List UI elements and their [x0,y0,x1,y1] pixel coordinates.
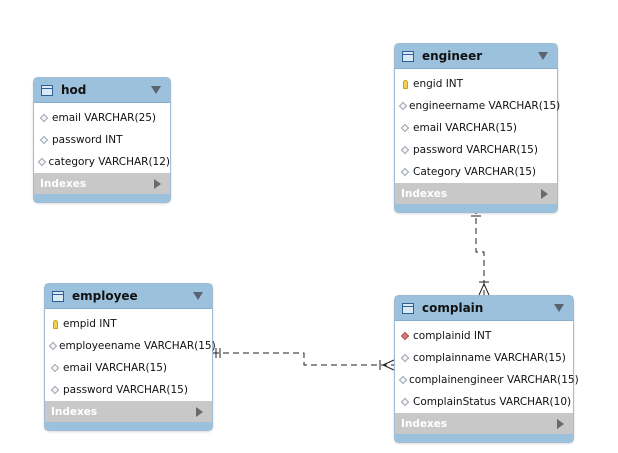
table-header[interactable]: complain [395,296,573,321]
relationship-engineer-complain[interactable] [471,208,490,296]
column-diamond-icon [400,167,410,177]
column-row[interactable]: empid INT [45,313,212,335]
column-diamond-icon [38,157,47,167]
collapse-triangle-icon[interactable] [554,304,564,312]
indexes-section[interactable]: Indexes [395,413,573,434]
indexes-section[interactable]: Indexes [395,183,557,204]
collapse-triangle-icon[interactable] [538,52,548,60]
column-list: complainid INT complainname VARCHAR(15) … [395,321,579,413]
table-hod[interactable]: hod email VARCHAR(25) password INT categ… [33,77,171,203]
table-name: hod [61,83,87,97]
column-row[interactable]: email VARCHAR(15) [45,357,212,379]
table-header[interactable]: engineer [395,44,557,69]
table-icon [402,50,414,62]
indexes-label: Indexes [51,405,98,418]
expand-arrow-icon[interactable] [154,179,161,189]
collapse-triangle-icon[interactable] [151,86,161,94]
column-row[interactable]: employeename VARCHAR(15) [45,335,216,357]
expand-arrow-icon[interactable] [541,189,548,199]
column-label: email VARCHAR(25) [52,112,157,124]
column-row[interactable]: password INT [34,129,170,151]
table-footer [395,434,573,442]
column-row[interactable]: complainengineer VARCHAR(15) [395,369,579,391]
indexes-section[interactable]: Indexes [45,401,212,422]
column-row[interactable]: password VARCHAR(15) [45,379,212,401]
column-diamond-icon [400,353,410,363]
table-icon [41,84,53,96]
column-row[interactable]: Category VARCHAR(15) [395,161,557,183]
table-footer [34,194,170,202]
column-diamond-icon [400,123,410,133]
collapse-triangle-icon[interactable] [193,292,203,300]
table-name: employee [72,289,138,303]
column-diamond-icon [39,113,49,123]
column-label: engineername VARCHAR(15) [409,100,561,112]
table-footer [45,422,212,430]
column-diamond-icon [50,385,60,395]
table-complain[interactable]: complain complainid INT complainname VAR… [394,295,579,443]
column-diamond-icon [398,375,408,385]
column-label: engid INT [413,78,464,90]
table-header[interactable]: hod [34,78,170,103]
column-row[interactable]: email VARCHAR(15) [395,117,557,139]
column-label: email VARCHAR(15) [63,362,168,374]
indexes-section[interactable]: Indexes [34,173,170,194]
column-label: password VARCHAR(15) [413,144,538,156]
table-employee[interactable]: employee empid INT employeename VARCHAR(… [44,283,216,431]
expand-arrow-icon[interactable] [557,419,564,429]
column-list: empid INT employeename VARCHAR(15) email… [45,309,216,401]
column-diamond-icon [400,145,410,155]
indexes-label: Indexes [401,417,448,430]
column-label: category VARCHAR(12) [48,156,170,168]
primary-key-icon [400,79,410,89]
table-name: engineer [422,49,483,63]
column-label: complainengineer VARCHAR(15) [409,374,579,386]
column-label: employeename VARCHAR(15) [59,340,216,352]
column-label: email VARCHAR(15) [413,122,518,134]
column-row[interactable]: complainid INT [395,325,573,347]
indexes-label: Indexes [40,177,87,190]
table-name: complain [422,301,484,315]
column-diamond-icon [400,397,410,407]
indexes-label: Indexes [401,187,448,200]
column-row[interactable]: email VARCHAR(25) [34,107,170,129]
primary-key-icon [50,319,60,329]
column-diamond-icon [39,135,49,145]
column-label: complainname VARCHAR(15) [413,352,566,364]
column-row[interactable]: engineername VARCHAR(15) [395,95,561,117]
column-row[interactable]: category VARCHAR(12) [34,151,170,173]
column-diamond-icon [398,101,408,111]
table-icon [52,290,64,302]
column-row[interactable]: ComplainStatus VARCHAR(10) [395,391,573,413]
column-label: Category VARCHAR(15) [413,166,537,178]
column-row[interactable]: complainname VARCHAR(15) [395,347,573,369]
table-footer [395,204,557,212]
table-header[interactable]: employee [45,284,212,309]
foreign-key-icon [400,331,410,341]
column-row[interactable]: engid INT [395,73,557,95]
column-list: email VARCHAR(25) password INT category … [34,103,170,173]
column-row[interactable]: password VARCHAR(15) [395,139,557,161]
table-engineer[interactable]: engineer engid INT engineername VARCHAR(… [394,43,561,213]
column-label: password VARCHAR(15) [63,384,188,396]
column-diamond-icon [50,363,60,373]
column-list: engid INT engineername VARCHAR(15) email… [395,69,561,183]
table-icon [402,302,414,314]
relationship-employee-complain[interactable] [213,348,395,371]
column-label: ComplainStatus VARCHAR(10) [413,396,572,408]
column-label: empid INT [63,318,117,330]
column-diamond-icon [48,341,58,351]
expand-arrow-icon[interactable] [196,407,203,417]
column-label: password INT [52,134,123,146]
column-label: complainid INT [413,330,492,342]
